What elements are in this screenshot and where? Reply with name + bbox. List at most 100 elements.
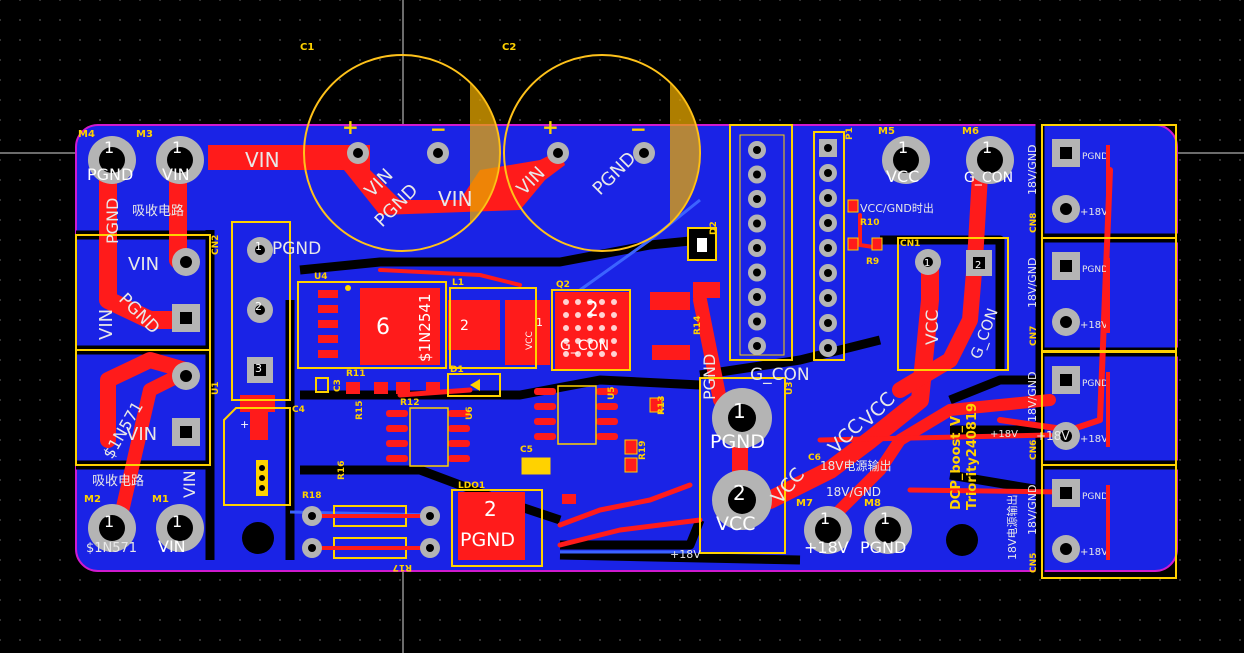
svg-text:G_CON: G_CON (560, 338, 609, 354)
svg-text:+18V: +18V (1036, 429, 1070, 443)
soic-pin (448, 410, 470, 417)
svg-text:M6: M6 (962, 126, 979, 137)
svg-text:1: 1 (820, 509, 830, 528)
svg-text:M3: M3 (136, 129, 153, 140)
soic-pin (534, 403, 556, 410)
u5-u6-chips[interactable] (386, 385, 618, 467)
svg-text:VIN: VIN (162, 165, 190, 184)
svg-text:U1: U1 (211, 381, 221, 395)
connector-ref: CN7 (1029, 326, 1039, 346)
vin-trace-label-2: VIN (438, 187, 473, 211)
soic-pin (596, 433, 618, 440)
screw-holes (242, 522, 978, 556)
r17-r18-resistors[interactable]: R18 R17 (302, 491, 440, 572)
cn3-pad-hole (753, 317, 761, 326)
svg-text:$1N571: $1N571 (86, 541, 137, 556)
svg-text:2: 2 (975, 260, 981, 271)
svg-text:6: 6 (376, 315, 390, 340)
d1-diode[interactable]: D1 (447, 365, 501, 397)
vcc-note: VCC/GND时出 (860, 201, 934, 215)
via (599, 338, 605, 344)
c1-ref: C1 (300, 42, 314, 53)
svg-text:VIN: VIN (126, 424, 157, 445)
via (575, 299, 581, 305)
p1-pad-hole (824, 219, 832, 227)
svg-text:PGND: PGND (860, 538, 906, 557)
connector-pin2-net: +18V (1080, 547, 1108, 558)
left-connector-pads[interactable]: VIN VIN PGND $1N571 VIN PGND VIN 吸收电路 吸收… (92, 198, 200, 498)
p1-pad-hole (824, 344, 832, 352)
left-connectors[interactable] (75, 234, 211, 466)
connector-note: 18V/GND (1026, 485, 1039, 535)
u4-chip[interactable]: U4 6 $1N2541 (297, 272, 447, 369)
svg-text:Q2: Q2 (556, 280, 570, 290)
via (575, 312, 581, 318)
svg-text:1: 1 (104, 138, 114, 157)
mount-m4: M4 1 PGND (78, 129, 136, 184)
svg-text:2: 2 (733, 481, 746, 505)
svg-text:R18: R18 (302, 491, 321, 501)
connector-pad-hole (1060, 260, 1072, 272)
output-sub: 18V/GND (826, 485, 881, 499)
svg-text:VIN: VIN (158, 537, 186, 556)
connector-pad-hole (1060, 543, 1072, 555)
svg-text:VCC: VCC (923, 310, 943, 345)
svg-text:+18V: +18V (670, 548, 701, 561)
via (563, 351, 569, 357)
mount-m2: M2 1 $1N571 (84, 494, 137, 556)
svg-text:VIN: VIN (96, 309, 117, 340)
svg-text:R19: R19 (638, 441, 648, 460)
r9-r10[interactable]: R10 R9 VCC/GND时出 (847, 199, 934, 267)
small-smd[interactable]: C3 R11 R12 R13 R14 R15 R16 R19 C5 C6 U3 (315, 316, 821, 504)
connector-pad-hole (1060, 203, 1072, 215)
via (599, 351, 605, 357)
cn2-header[interactable]: 1 2 3 PGND CN2 U1 (211, 221, 321, 401)
connector-note: 18V/GND (1026, 372, 1039, 422)
p1-header[interactable]: P1 (813, 127, 855, 361)
cn3-pad-hole (753, 268, 761, 277)
mounting-pads[interactable]: M4 1 PGND M3 1 VIN M2 1 $1N571 M1 1 VIN … (78, 126, 1014, 557)
p1-pad-hole (824, 194, 832, 202)
svg-text:U4: U4 (314, 272, 328, 282)
soic-pin (448, 455, 470, 462)
soic-pin (596, 418, 618, 425)
via (563, 299, 569, 305)
svg-text:R13: R13 (657, 396, 667, 415)
cn3-pad-hole (753, 342, 761, 350)
soic-pin (534, 418, 556, 425)
connector-note: 18V/GND (1026, 258, 1039, 308)
cn3-connector[interactable]: G_CON PGND (700, 124, 810, 400)
svg-text:1: 1 (172, 138, 182, 157)
p1-pad-hole (824, 319, 832, 327)
d2-diode[interactable]: D2 (687, 221, 719, 261)
svg-text:LDO1: LDO1 (458, 481, 485, 491)
svg-text:PGND: PGND (87, 165, 133, 184)
connector-outline (1041, 464, 1177, 579)
svg-text:1: 1 (172, 512, 182, 531)
c4-capacitor[interactable]: C4 + (223, 405, 305, 506)
connector-pin1-net: PGND (1082, 492, 1108, 502)
svg-text:U6: U6 (465, 406, 475, 420)
p1-pad-hole (824, 144, 832, 152)
via (575, 325, 581, 331)
side-note: 18V电源输出 (1005, 494, 1019, 560)
svg-text:L1: L1 (452, 278, 464, 288)
p1-pad-hole (824, 294, 832, 302)
svg-text:R16: R16 (337, 461, 347, 480)
big-pads[interactable]: 1 PGND 2 VCC 2 PGND (460, 377, 786, 554)
connector-pad-hole (1060, 316, 1072, 328)
l1-inductor[interactable]: L1 2 1 VCC (449, 278, 543, 369)
svg-text:R15: R15 (355, 401, 365, 420)
svg-text:1: 1 (733, 399, 746, 423)
mount-m5: M5 1 VCC (878, 126, 930, 186)
q2-mosfet[interactable]: Q2 2 G_CON (551, 280, 631, 371)
via (611, 299, 617, 305)
svg-text:DCP_boost_V: DCP_boost_V (949, 416, 964, 510)
